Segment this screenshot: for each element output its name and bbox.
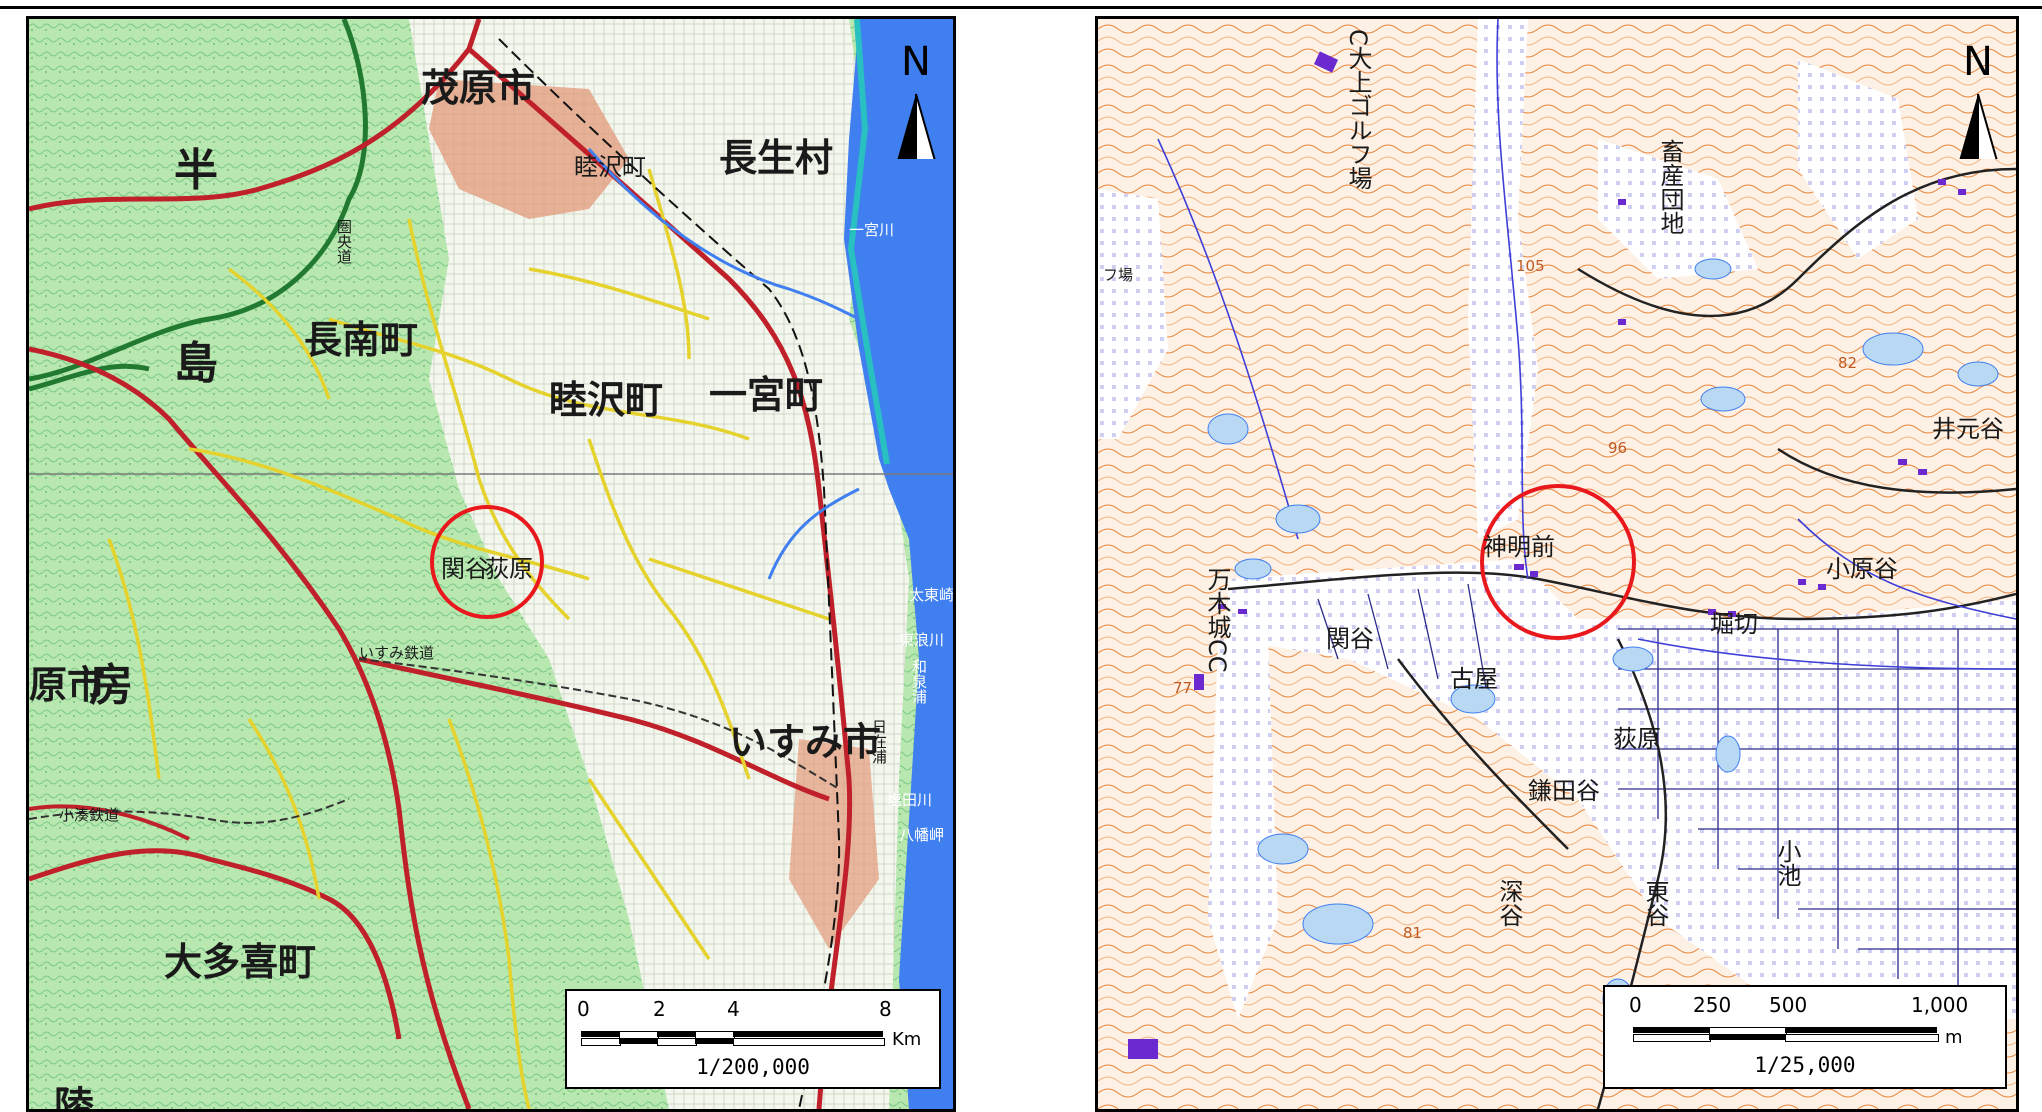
- label-ichinomiya: 一宮町: [709, 373, 824, 417]
- label-imotoya: 井元谷: [1932, 415, 2004, 443]
- streams: [1157, 19, 2016, 670]
- top-border-line: [0, 6, 2042, 9]
- label-elevation-105: 105: [1516, 257, 1545, 275]
- label-shinmeimae: 神明前: [1483, 533, 1555, 561]
- label-tokai-river: 東浪川: [899, 631, 945, 649]
- scale-bar-box-detail: 0 250 500 1,000 m 1/25,000: [1603, 985, 2007, 1089]
- label-chonan: 長南町: [304, 318, 419, 362]
- scale-tick-3: 8: [879, 997, 892, 1021]
- local-roads: [1227, 167, 2016, 1109]
- label-golf-course-top: C大上ゴルフ場: [1344, 29, 1372, 190]
- regional-map-panel[interactable]: 茂原市 長生村 睦沢町 長南町 睦沢町 一宮町 いすみ市 大多喜町 原市 半 島…: [26, 16, 956, 1112]
- scale-tick-2-detail: 500: [1769, 993, 1808, 1017]
- label-ogiwara-detail: 荻原: [1613, 725, 1661, 753]
- national-route-409: [29, 19, 482, 212]
- label-kamatae: 鎌田谷: [1528, 777, 1600, 805]
- scale-unit-detail: m: [1945, 1027, 1963, 1048]
- study-site-circle-detail: [1480, 484, 1636, 640]
- scale-unit: Km: [892, 1029, 922, 1050]
- sotobo-line: [498, 38, 841, 1109]
- label-nikkyo-bay: 日在浦: [870, 719, 888, 764]
- national-route-465: [358, 656, 830, 802]
- scale-tick-0: 0: [577, 997, 590, 1021]
- label-ichinomiya-river: 一宮川: [849, 221, 895, 239]
- kominato-railway: [29, 798, 350, 824]
- scale-tick-1-detail: 250: [1693, 993, 1732, 1017]
- label-ogiwara: 荻原: [485, 555, 533, 583]
- north-arrow-detail: N: [1943, 39, 2013, 159]
- north-arrow-icon-detail: [1959, 93, 1998, 159]
- scale-ratio-detail: 1/25,000: [1754, 1053, 1856, 1077]
- label-taito-point: 太東崎: [909, 586, 955, 604]
- scale-bar-box: 0 2 4 8 Km 1/200,000: [565, 989, 941, 1089]
- label-golf-course-left: フ場: [1103, 266, 1134, 284]
- north-arrow: N: [881, 39, 951, 159]
- label-kominato-railway: 小湊鉄道: [59, 806, 120, 824]
- isumi-railway: [358, 658, 840, 790]
- label-shiota-river: 塩田川: [887, 791, 933, 809]
- label-horikiri: 堀切: [1710, 610, 1758, 638]
- label-hanto-2: 島: [174, 338, 218, 389]
- label-elevation-77: 77: [1173, 679, 1193, 697]
- label-koike: 小池: [1773, 839, 1801, 887]
- label-kyuryo: 陵: [54, 1084, 94, 1112]
- label-boso: 房: [89, 660, 133, 711]
- north-label-detail: N: [1963, 39, 1993, 85]
- label-mutsuzawa-small: 睦沢町: [574, 153, 646, 181]
- label-mutsuzawa: 睦沢町: [549, 378, 664, 422]
- label-izumi-bay: 和泉浦: [910, 659, 928, 704]
- ken-o-expressway: [29, 19, 368, 382]
- label-elevation-96: 96: [1608, 439, 1628, 457]
- label-higashiya: 東谷: [1641, 879, 1669, 927]
- label-hachiman-cape: 八幡岬: [899, 826, 945, 844]
- regional-map-canvas[interactable]: [29, 19, 953, 1109]
- label-hanto-1: 半: [174, 145, 218, 196]
- prefectural-roads: [107, 168, 830, 1109]
- label-fukaya: 深谷: [1495, 879, 1523, 927]
- label-elevation-82: 82: [1838, 354, 1858, 372]
- label-ken-o-expressway: 圏央道: [335, 219, 353, 264]
- scale-tick-3-detail: 1,000: [1911, 993, 1969, 1017]
- scale-tick-2: 4: [727, 997, 740, 1021]
- north-label: N: [901, 39, 931, 85]
- pacific-ocean: [844, 19, 953, 1109]
- label-otaki: 大多喜町: [164, 940, 317, 984]
- study-site-circle: [430, 505, 544, 619]
- north-arrow-icon: [897, 93, 936, 159]
- scale-ratio: 1/200,000: [696, 1055, 810, 1079]
- label-mobara: 茂原市: [421, 66, 536, 110]
- buildings: [1128, 51, 1966, 1059]
- label-ohara: 小原谷: [1826, 555, 1898, 583]
- label-sekiya: 関谷: [441, 555, 489, 583]
- label-sekiya-detail: 関谷: [1326, 625, 1374, 653]
- label-furuya: 古屋: [1450, 665, 1498, 693]
- scale-tick-1: 2: [653, 997, 666, 1021]
- label-chosei: 長生村: [719, 136, 834, 180]
- label-hara-shi: 原市: [29, 663, 106, 707]
- label-isumi: いすみ市: [729, 720, 882, 764]
- label-elevation-81: 81: [1403, 924, 1423, 942]
- scale-tick-0-detail: 0: [1629, 993, 1642, 1017]
- label-isumi-railway: いすみ鉄道: [359, 644, 435, 662]
- mobara-urban-area: [429, 79, 629, 219]
- label-mangijo-cc: 万木城CC: [1203, 567, 1231, 673]
- label-chikusan-danchi: 畜産団地: [1656, 139, 1684, 235]
- detail-map-panel[interactable]: ıı: [1095, 16, 2019, 1112]
- national-route-297: [29, 346, 472, 1109]
- detail-map-canvas[interactable]: ıı: [1098, 19, 2016, 1109]
